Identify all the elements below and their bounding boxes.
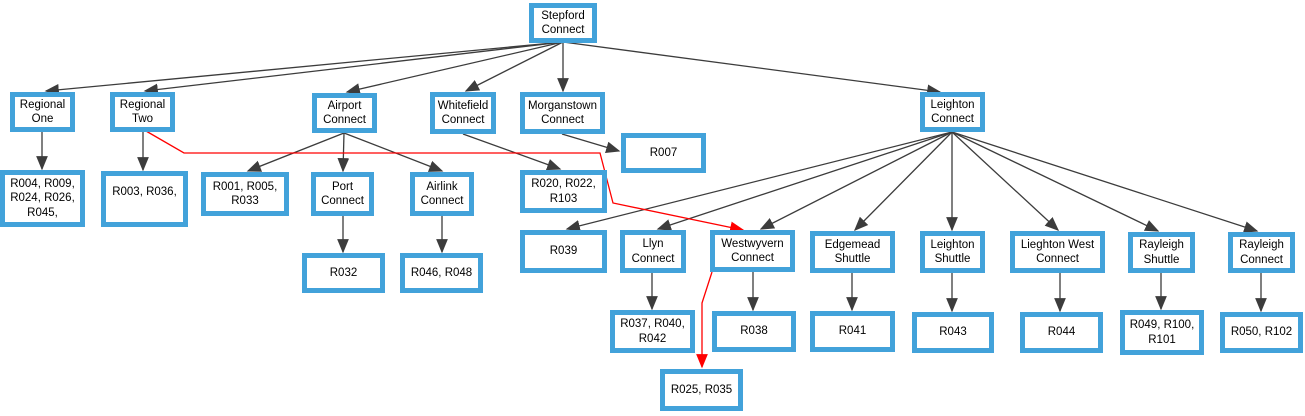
node-r037-group[interactable]: R037, R040, R042 <box>610 310 695 353</box>
node-label-leighton: Leighton Connect <box>930 98 975 125</box>
node-leighton-shuttle[interactable]: Leighton Shuttle <box>920 231 985 273</box>
node-lieghton-west[interactable]: Lieghton West Connect <box>1010 231 1105 273</box>
node-label-stepford: Stepford Connect <box>541 9 585 36</box>
node-label-r001-group: R001, R005, R033 <box>212 180 278 207</box>
node-r025-group[interactable]: R025, R035 <box>660 369 743 411</box>
node-llyn[interactable]: Llyn Connect <box>620 230 686 273</box>
node-label-rayleigh-connect: Rayleigh Connect <box>1239 239 1284 266</box>
node-label-airport: Airport Connect <box>323 99 366 126</box>
node-label-r039: R039 <box>549 245 578 258</box>
node-label-r037-group: R037, R040, R042 <box>620 318 685 345</box>
node-airport[interactable]: Airport Connect <box>312 93 377 133</box>
edge-airport-to-r001-group <box>246 132 345 172</box>
node-label-r032: R032 <box>329 266 358 279</box>
node-r007[interactable]: R007 <box>621 133 706 173</box>
node-r039[interactable]: R039 <box>520 230 607 273</box>
edge-leighton-to-llyn <box>656 131 953 231</box>
node-label-r050-group: R050, R102 <box>1230 326 1293 339</box>
node-label-r007: R007 <box>649 146 678 159</box>
node-r032[interactable]: R032 <box>302 253 385 293</box>
node-label-regional-two: Regional Two <box>119 98 166 125</box>
node-label-regional-one: Regional One <box>19 98 66 125</box>
edge-stepford-to-leighton <box>562 41 942 97</box>
node-r020-group[interactable]: R020, R022, R103 <box>520 170 607 213</box>
edge-leighton-to-lieghton-west <box>951 131 1060 231</box>
node-label-rayleigh-shuttle: Rayleigh Shuttle <box>1139 239 1184 266</box>
node-label-morganstown: Morganstown Connect <box>527 99 598 126</box>
node-label-r046-group: R046, R048 <box>410 266 473 279</box>
node-port[interactable]: Port Connect <box>311 172 374 216</box>
edge-leighton-to-rayleigh-shuttle <box>951 131 1160 232</box>
node-label-r004-group: R004, R009, R024, R026, R045, <box>10 178 75 219</box>
node-label-r020-group: R020, R022, R103 <box>531 178 596 205</box>
node-morganstown[interactable]: Morganstown Connect <box>520 92 605 134</box>
edge-stepford-to-regional-one <box>44 41 564 96</box>
node-leighton[interactable]: Leighton Connect <box>920 92 985 132</box>
node-edgemead[interactable]: Edgemead Shuttle <box>810 231 895 273</box>
node-label-llyn: Llyn Connect <box>631 238 675 265</box>
edge-leighton-to-rayleigh-connect <box>951 131 1259 233</box>
node-r041[interactable]: R041 <box>810 311 895 352</box>
node-airlink[interactable]: Airlink Connect <box>410 172 474 216</box>
node-stepford[interactable]: Stepford Connect <box>529 3 597 43</box>
node-label-r025-group: R025, R035 <box>670 383 733 396</box>
node-r004-group[interactable]: R004, R009, R024, R026, R045, <box>0 170 85 227</box>
edge-leighton-to-r039 <box>565 131 953 232</box>
node-label-leighton-shuttle: Leighton Shuttle <box>930 238 975 265</box>
edge-whitefield-to-r020-group <box>462 133 562 171</box>
node-r049-group[interactable]: R049, R100, R101 <box>1120 310 1204 355</box>
node-rayleigh-shuttle[interactable]: Rayleigh Shuttle <box>1128 232 1195 273</box>
edge-morganstown-to-r007 <box>561 133 621 153</box>
node-r038[interactable]: R038 <box>712 311 796 352</box>
node-r044[interactable]: R044 <box>1020 312 1103 353</box>
node-label-r003-group: R003, R036, <box>112 186 177 198</box>
node-r043[interactable]: R043 <box>912 312 994 353</box>
edge-westwyvern-to-r025-group <box>696 271 713 369</box>
edge-leighton-to-westwyvern <box>759 131 953 230</box>
edge-regional-two-to-westwyvern <box>145 130 745 234</box>
node-label-r044: R044 <box>1047 326 1076 339</box>
node-westwyvern[interactable]: Westwyvern Connect <box>710 230 795 272</box>
edge-leighton-to-edgemead <box>853 131 953 232</box>
edge-stepford-to-airport <box>345 41 564 95</box>
node-label-r043: R043 <box>939 326 967 339</box>
node-r046-group[interactable]: R046, R048 <box>400 253 483 293</box>
edge-stepford-to-regional-two <box>143 41 564 96</box>
node-whitefield[interactable]: Whitefield Connect <box>430 92 496 134</box>
node-regional-one[interactable]: Regional One <box>10 92 75 132</box>
node-label-r041: R041 <box>838 325 867 338</box>
edge-stepford-to-whitefield <box>464 41 564 92</box>
node-label-r038: R038 <box>740 325 768 338</box>
node-regional-two[interactable]: Regional Two <box>110 92 175 132</box>
edge-airport-to-airlink <box>343 132 444 172</box>
node-r050-group[interactable]: R050, R102 <box>1220 312 1303 353</box>
edge-airport-to-port <box>337 132 350 173</box>
node-label-edgemead: Edgemead Shuttle <box>824 238 881 265</box>
node-rayleigh-connect[interactable]: Rayleigh Connect <box>1228 232 1295 273</box>
node-r001-group[interactable]: R001, R005, R033 <box>201 172 289 216</box>
edge-group <box>36 41 1267 369</box>
node-label-whitefield: Whitefield Connect <box>437 99 489 126</box>
node-r003-group[interactable]: R003, R036, <box>101 171 188 227</box>
node-label-westwyvern: Westwyvern Connect <box>721 237 784 264</box>
node-label-port: Port Connect <box>321 180 364 207</box>
node-label-r049-group: R049, R100, R101 <box>1129 319 1195 346</box>
node-label-lieghton-west: Lieghton West Connect <box>1020 238 1095 265</box>
node-label-airlink: Airlink Connect <box>420 180 464 207</box>
